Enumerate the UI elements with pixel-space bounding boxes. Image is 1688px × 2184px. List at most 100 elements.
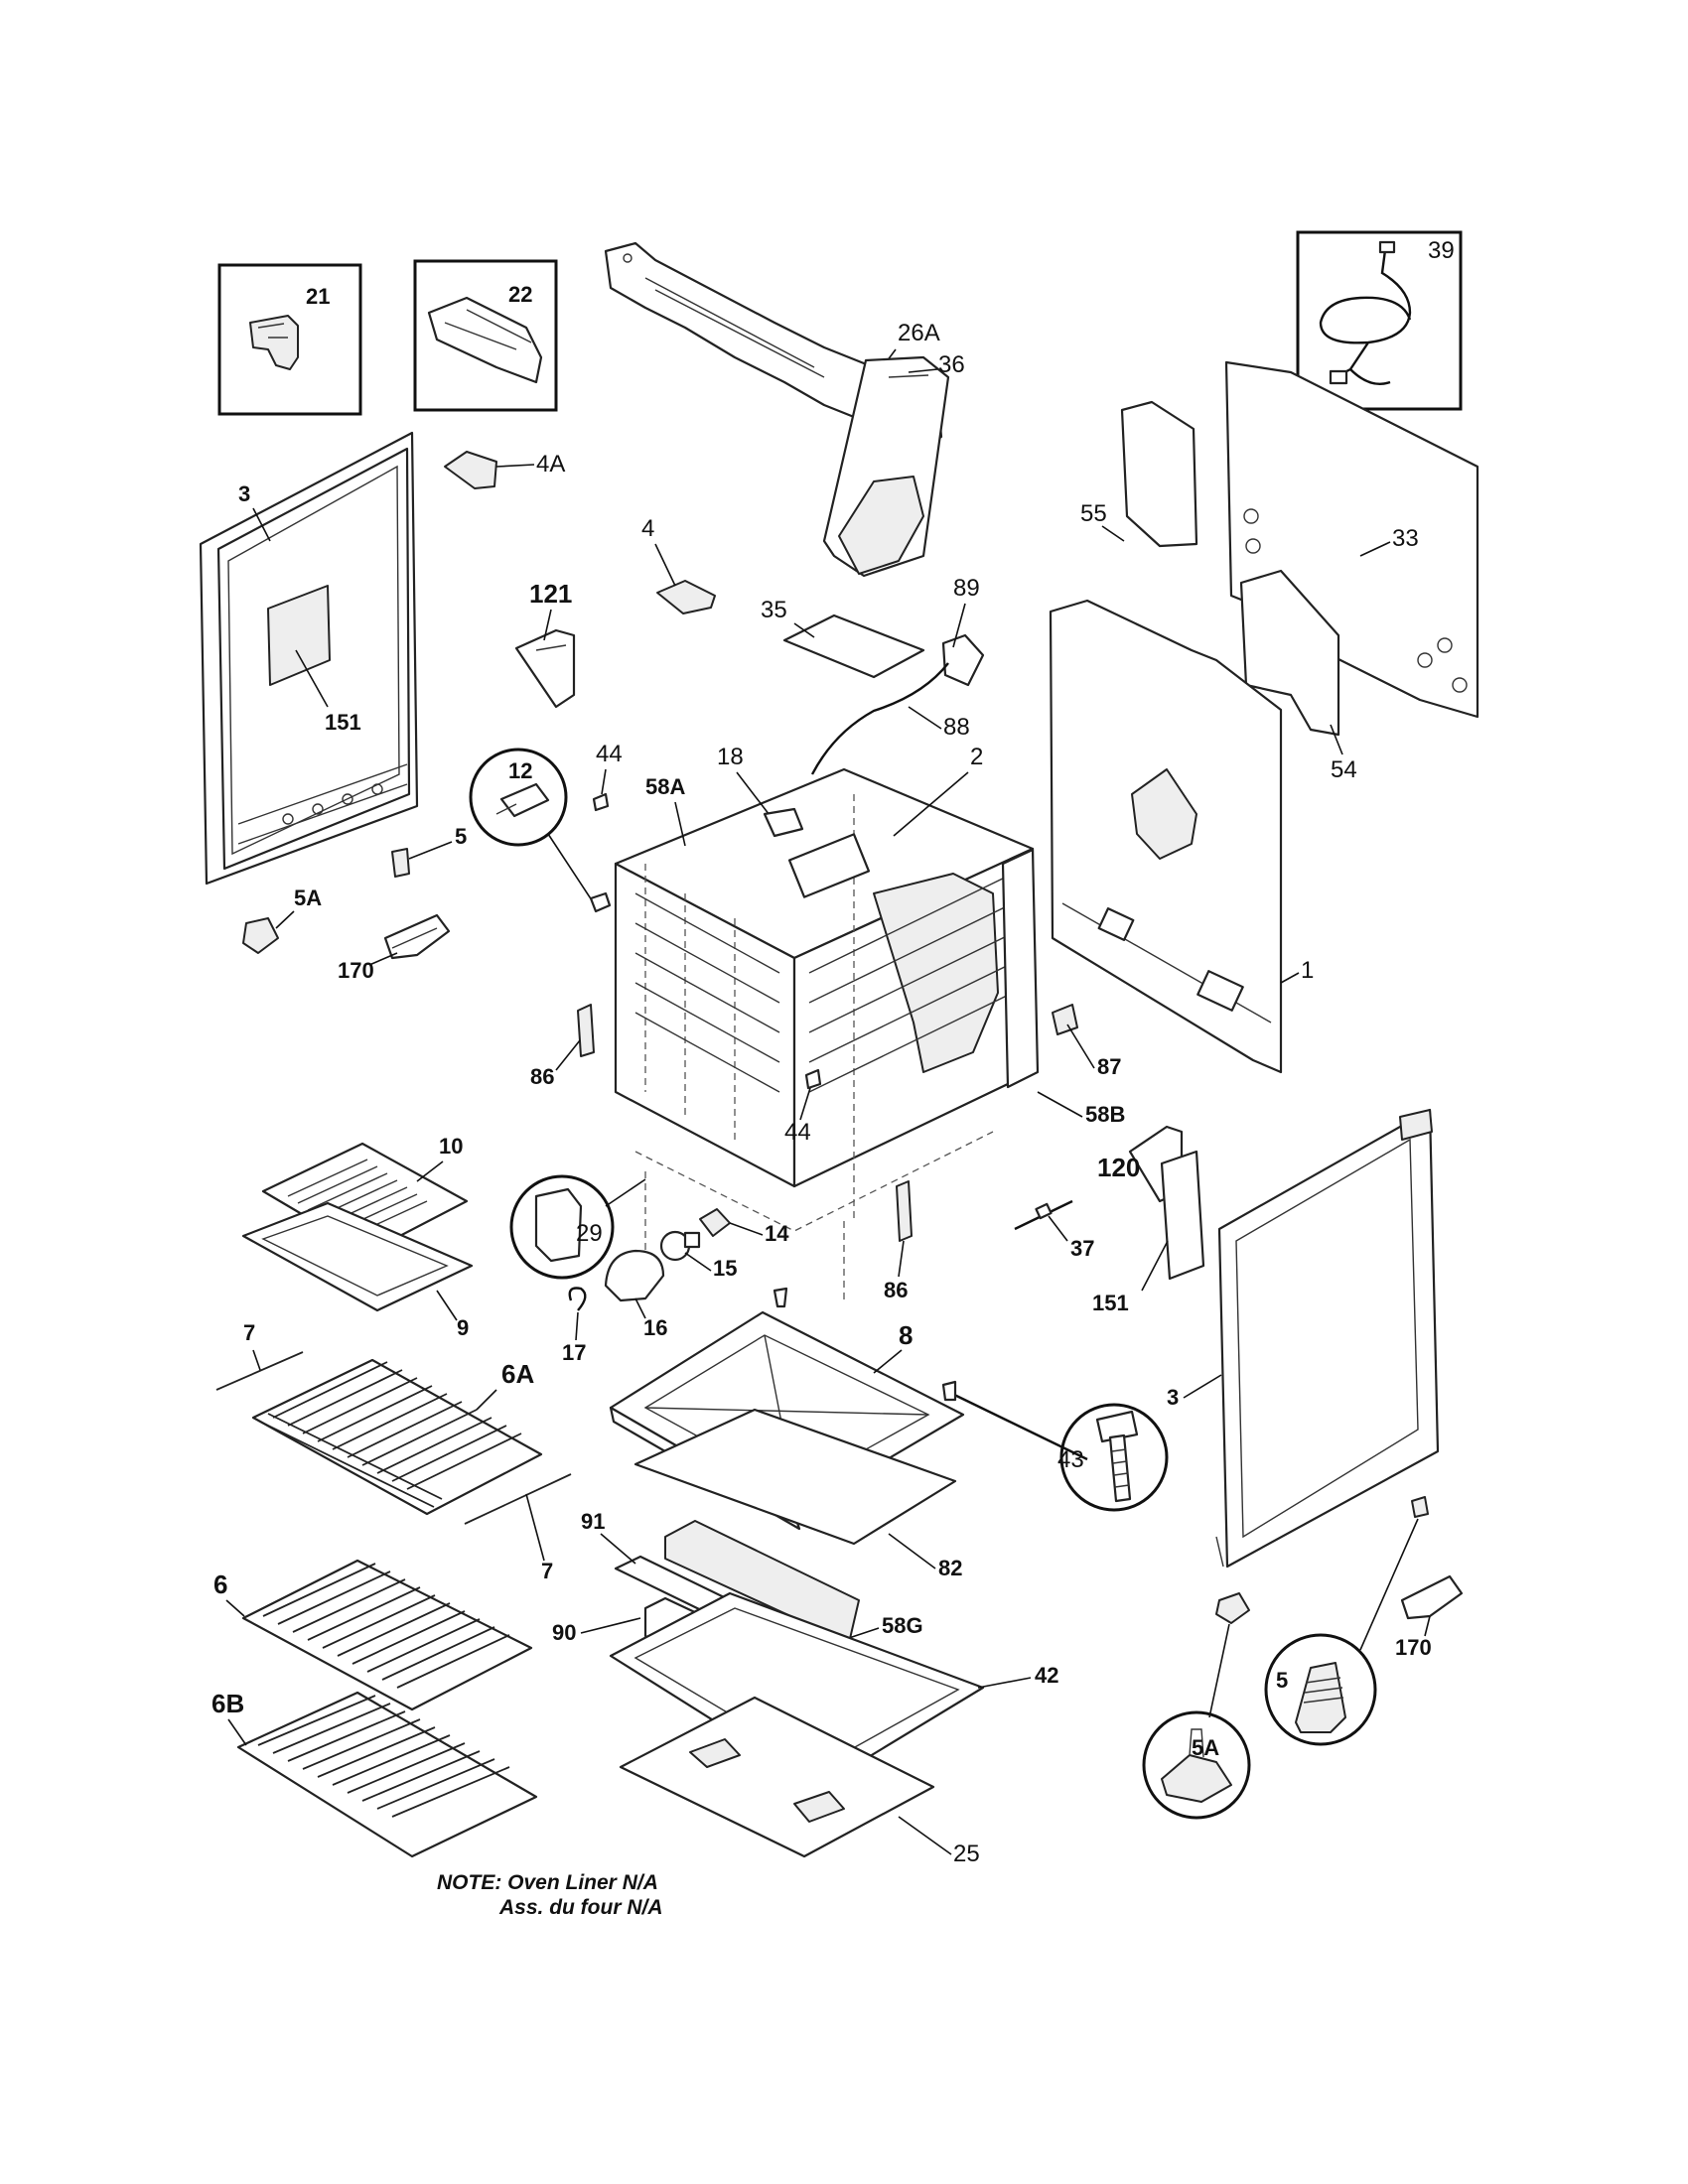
- label-7-top: 7: [243, 1320, 255, 1345]
- label-88: 88: [943, 714, 970, 741]
- label-4A: 4A: [536, 451, 565, 478]
- label-17: 17: [562, 1340, 586, 1365]
- note-line-2: Ass. du four N/A: [498, 1896, 663, 1919]
- part-25-bottom-panel: 25: [619, 1696, 980, 1867]
- label-4: 4: [641, 515, 654, 542]
- label-151-left: 151: [325, 710, 361, 735]
- label-58G: 58G: [882, 1613, 923, 1638]
- part-54: 54: [1239, 569, 1357, 783]
- label-120: 120: [1097, 1153, 1140, 1182]
- part-6-rack: 6: [213, 1559, 533, 1711]
- part-9-broil-pan: 9: [241, 1201, 474, 1340]
- part-88-wire: 88: [810, 662, 970, 775]
- part-6A-rack: 6A: [251, 1358, 543, 1516]
- label-15: 15: [713, 1256, 737, 1281]
- part-7-bottom-rod: 7: [464, 1473, 572, 1583]
- inset-21: 21: [217, 263, 362, 416]
- label-90: 90: [552, 1620, 576, 1645]
- label-82: 82: [938, 1556, 962, 1580]
- label-8: 8: [899, 1320, 913, 1350]
- label-87: 87: [1097, 1054, 1121, 1079]
- label-6: 6: [213, 1570, 227, 1599]
- part-12-inset: 12: [469, 748, 612, 913]
- part-15-bulb: 15: [659, 1230, 737, 1281]
- label-16: 16: [643, 1315, 667, 1340]
- label-170-left: 170: [338, 958, 374, 983]
- label-86-right: 86: [884, 1278, 908, 1302]
- part-44-mid: 44: [784, 1068, 822, 1146]
- label-36: 36: [938, 351, 965, 378]
- label-5-right: 5: [1276, 1668, 1288, 1693]
- label-5A-left: 5A: [294, 886, 322, 910]
- part-5-right-inset: 5: [1264, 1496, 1429, 1746]
- part-35: 35: [761, 597, 925, 679]
- part-4A: 4A: [444, 451, 565, 489]
- label-86-left: 86: [530, 1064, 554, 1089]
- part-36-vent: 36: [822, 351, 965, 578]
- label-12: 12: [508, 758, 532, 783]
- label-14: 14: [765, 1221, 789, 1246]
- part-58A-oven-cavity: 58A 18 2: [614, 744, 1035, 1300]
- part-3-right-side-panel: 3: [1167, 1108, 1440, 1569]
- part-5A-left: 5A: [242, 886, 322, 954]
- label-151-right: 151: [1092, 1291, 1129, 1315]
- label-37: 37: [1070, 1236, 1094, 1261]
- inset-22: 22: [413, 259, 558, 412]
- label-22: 22: [508, 282, 532, 307]
- part-44-top: 44: [592, 741, 623, 812]
- label-54: 54: [1331, 756, 1357, 783]
- label-10: 10: [439, 1134, 463, 1159]
- label-44-mid: 44: [784, 1119, 811, 1146]
- part-86-left: 86: [530, 1004, 595, 1089]
- label-58A: 58A: [645, 774, 685, 799]
- label-9: 9: [457, 1315, 469, 1340]
- label-89: 89: [953, 575, 980, 602]
- part-151-right: 151: [1092, 1150, 1205, 1315]
- label-21: 21: [306, 284, 330, 309]
- part-170-left: 170: [338, 913, 451, 983]
- label-6A: 6A: [501, 1359, 534, 1389]
- note-line-1: NOTE: Oven Liner N/A: [437, 1871, 658, 1894]
- label-2: 2: [970, 744, 983, 770]
- part-89: 89: [941, 575, 985, 687]
- label-121: 121: [529, 579, 572, 609]
- part-5-left: 5: [391, 824, 467, 878]
- part-10-broil-pan-grid: 10: [261, 1134, 469, 1255]
- label-29: 29: [576, 1220, 603, 1247]
- label-26A: 26A: [898, 320, 940, 346]
- part-16-lens: 16: [604, 1249, 667, 1340]
- part-58B: 58B: [1001, 848, 1125, 1127]
- part-4: 4: [641, 515, 716, 614]
- label-42: 42: [1035, 1663, 1058, 1688]
- label-5A-right: 5A: [1192, 1735, 1219, 1760]
- inset-39: 39: [1296, 230, 1463, 411]
- label-6B: 6B: [211, 1689, 244, 1718]
- label-3-right: 3: [1167, 1385, 1179, 1410]
- label-55: 55: [1080, 500, 1107, 527]
- label-39: 39: [1428, 237, 1455, 264]
- label-7-bottom: 7: [541, 1559, 553, 1583]
- part-58G: 58G: [848, 1613, 923, 1639]
- label-43: 43: [1057, 1446, 1084, 1473]
- label-1: 1: [1301, 957, 1314, 984]
- part-55: 55: [1080, 400, 1198, 548]
- label-58B: 58B: [1085, 1102, 1125, 1127]
- part-14: 14: [699, 1208, 789, 1246]
- part-1-back-panel: 1: [1049, 599, 1314, 1074]
- part-17-clip: 17: [562, 1287, 586, 1365]
- part-82: 82: [633, 1408, 962, 1580]
- part-121: 121: [514, 579, 576, 709]
- part-29-inset: 29: [509, 1174, 646, 1280]
- part-43-inset: 43: [941, 1380, 1169, 1512]
- label-91: 91: [581, 1509, 605, 1534]
- part-3-left-side-panel: 3 151: [199, 431, 419, 886]
- label-33: 33: [1392, 525, 1419, 552]
- part-87: 87: [1052, 1004, 1121, 1079]
- label-18: 18: [717, 744, 744, 770]
- part-170-right: 170: [1395, 1574, 1464, 1660]
- part-5A-right-inset: 5A: [1142, 1592, 1251, 1820]
- part-7-top-rod: 7: [215, 1320, 304, 1391]
- part-6B-rack: 6B: [211, 1689, 538, 1858]
- label-3-left: 3: [238, 481, 250, 506]
